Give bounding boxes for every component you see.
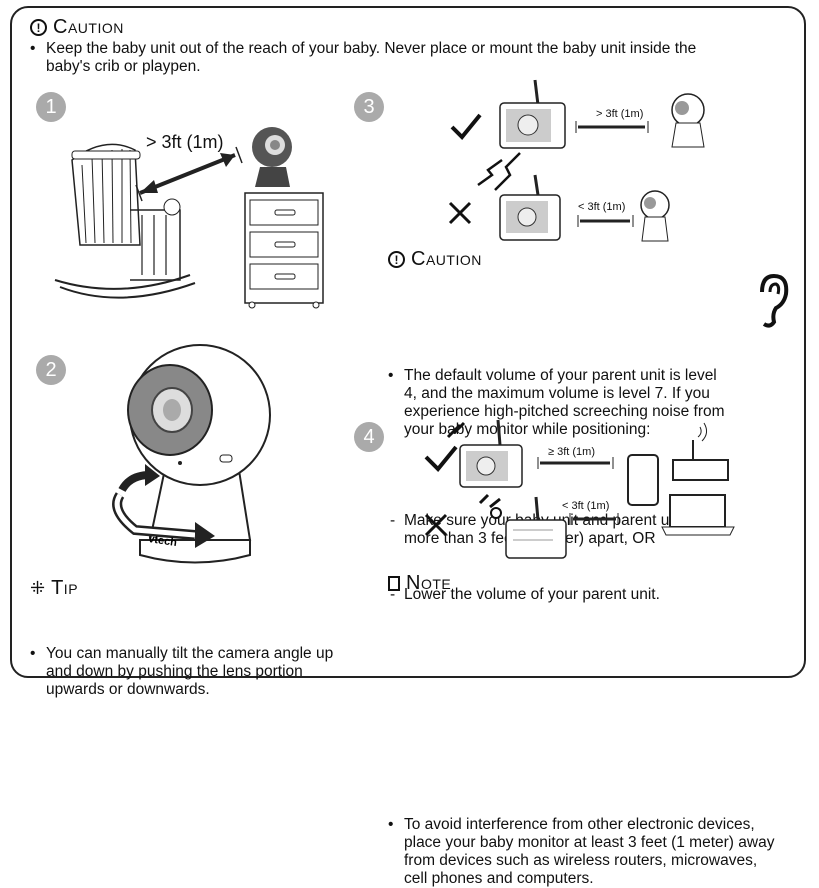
- note-icon: [388, 576, 400, 591]
- caution-heading-top: ! Caution: [30, 16, 124, 39]
- step4-bad-distance: < 3ft (1m): [562, 500, 610, 512]
- crib-and-camera-illustration: [54, 127, 324, 309]
- step3-good-distance: > 3ft (1m): [596, 108, 644, 120]
- broken-link-icon: [478, 493, 501, 509]
- caution-frame: [10, 6, 806, 678]
- brand-logo: vtech: [148, 533, 178, 549]
- interference-illustration: [424, 419, 735, 559]
- step-4-badge: 4: [354, 422, 384, 452]
- caution-heading-mid: ! Caution: [388, 248, 482, 271]
- step-2-badge: 2: [36, 355, 66, 385]
- volume-distance-illustration: [448, 79, 705, 242]
- caution-icon: !: [30, 19, 47, 36]
- ear-icon: [760, 273, 789, 328]
- caution-top-text: Keep the baby unit out of the reach of y…: [28, 40, 816, 76]
- note-text: To avoid interference from other electro…: [386, 816, 819, 888]
- sparkle-icon: ⁜: [30, 578, 46, 598]
- tip-heading: ⁜ Tip: [30, 577, 79, 599]
- step-1-badge: 1: [36, 92, 66, 122]
- caution-mid-dash-2: Lower the volume of your parent unit.: [386, 586, 774, 604]
- step1-distance-label: > 3ft (1m): [146, 132, 224, 152]
- step-3-badge: 3: [354, 92, 384, 122]
- tip-text: You can manually tilt the camera angle u…: [28, 645, 386, 699]
- camera-tilt-illustration: vtech: [112, 344, 271, 564]
- note-heading: Note: [388, 572, 451, 595]
- caution-mid-text: The default volume of your parent unit i…: [386, 367, 754, 439]
- step3-bad-distance: < 3ft (1m): [578, 201, 626, 213]
- caution-icon: !: [388, 251, 405, 268]
- step4-good-distance: ≥ 3ft (1m): [548, 446, 595, 458]
- link-icon: [446, 421, 466, 439]
